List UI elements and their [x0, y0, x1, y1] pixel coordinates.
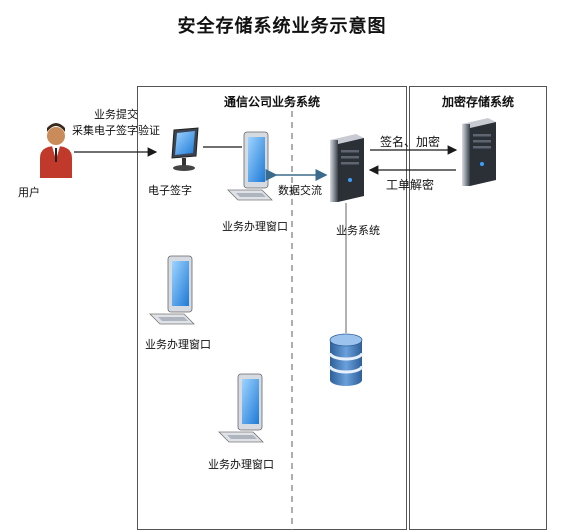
window1-computer-icon — [227, 131, 273, 201]
window3-computer-icon — [218, 373, 264, 443]
user-icon — [40, 123, 72, 178]
window3-label: 业务办理窗口 — [208, 458, 274, 471]
submit-label-line2: 采集电子签字验证 — [72, 124, 160, 137]
esign-device-icon — [171, 127, 199, 171]
data-exchange-label: 数据交流 — [278, 184, 322, 197]
biz-system-label: 业务系统 — [336, 224, 380, 237]
submit-label-line1: 业务提交 — [94, 108, 138, 121]
encrypt-storage-title: 加密存储系统 — [441, 95, 514, 109]
ticket-decrypt-label: 工单解密 — [386, 178, 435, 192]
user-label: 用户 — [18, 186, 40, 199]
window1-label: 业务办理窗口 — [222, 220, 288, 233]
database-icon — [328, 333, 364, 386]
sign-encrypt-label: 签名、加密 — [380, 135, 441, 149]
diagram-title: 安全存储系统业务示意图 — [177, 16, 387, 37]
esign-label: 电子签字 — [148, 184, 192, 197]
window2-computer-icon — [149, 255, 195, 325]
telecom-system-title: 通信公司业务系统 — [223, 95, 320, 109]
window2-label: 业务办理窗口 — [145, 338, 211, 351]
biz-system-server-icon — [330, 134, 364, 202]
encrypt-server-icon — [462, 118, 496, 186]
